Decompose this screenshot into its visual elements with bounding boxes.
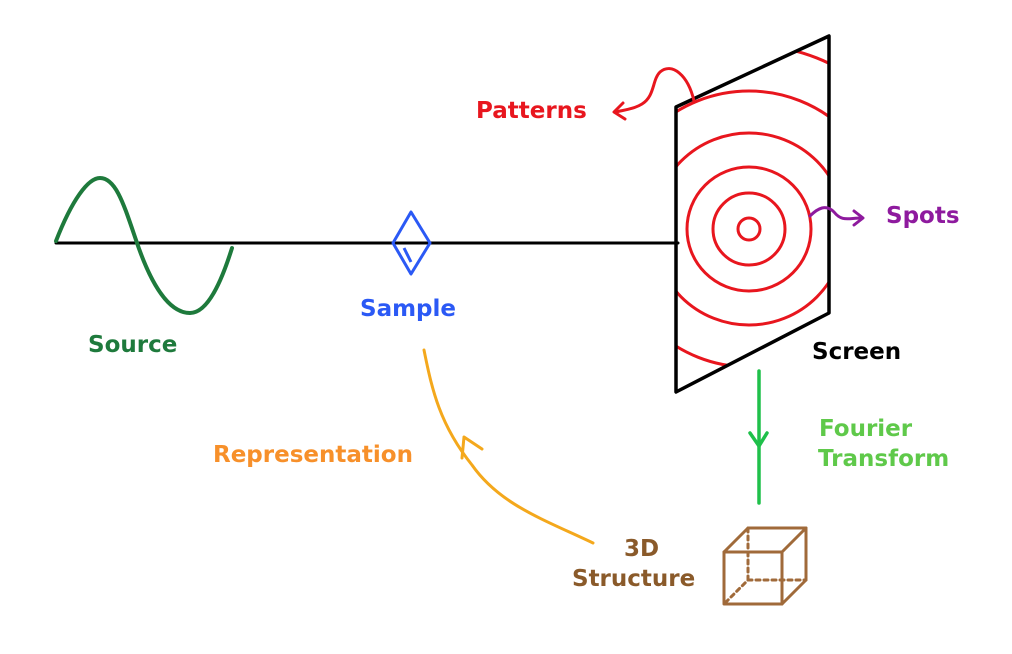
structure-label-line2: Structure <box>572 565 696 592</box>
structure-label: 3D Structure <box>572 535 695 595</box>
fourier-transform-arrow <box>748 369 769 505</box>
patterns-arrow <box>612 67 696 121</box>
cube-icon <box>722 526 808 606</box>
sample-label: Sample <box>360 296 456 322</box>
spots-arrow <box>808 206 865 227</box>
fourier-label-line2: Transform <box>818 445 950 472</box>
structure-label-line1: 3D <box>624 536 660 562</box>
diamond-crystal-icon <box>391 210 432 276</box>
source-label: Source <box>88 332 178 358</box>
representation-label: Representation <box>213 442 413 468</box>
fourier-label-line1: Fourier <box>819 416 913 442</box>
screen-label: Screen <box>812 339 902 365</box>
sine-wave-icon <box>54 175 234 316</box>
representation-arrow <box>422 348 595 545</box>
patterns-label: Patterns <box>476 98 587 124</box>
fourier-transform-label: Fourier Transform <box>818 415 949 475</box>
detector-screen-icon <box>674 34 831 394</box>
spots-label: Spots <box>886 203 960 229</box>
